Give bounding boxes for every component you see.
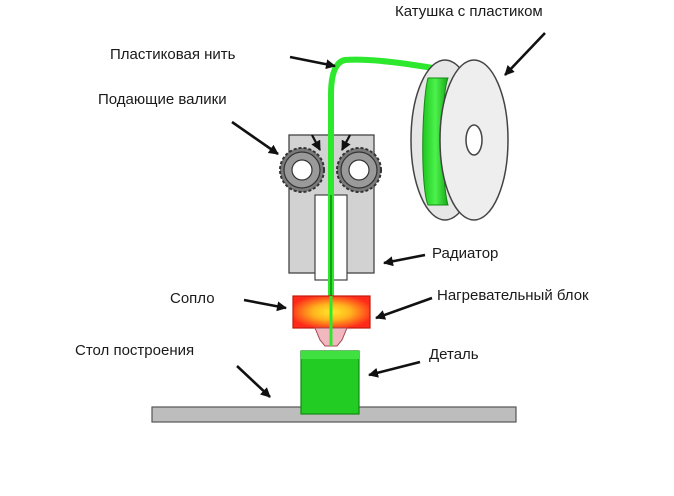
label-feed-rollers: Подающие валики [98, 91, 227, 108]
arrow-filament [289, 55, 336, 70]
arrow-radiator [383, 253, 426, 267]
label-nozzle: Сопло [170, 290, 215, 307]
label-filament: Пластиковая нить [110, 46, 236, 63]
arrow-spool [504, 32, 546, 76]
printed-part [300, 350, 360, 415]
arrow-heater-block [375, 296, 433, 320]
arrow-nozzle [243, 298, 287, 312]
label-arrows [231, 32, 546, 398]
label-part: Деталь [429, 346, 479, 363]
label-spool: Катушка с пластиком [395, 3, 543, 20]
nozzle [314, 296, 348, 347]
roller-rotation-arrows [311, 134, 351, 151]
arrow-feed-rollers [231, 120, 279, 156]
feed-roller-right [336, 147, 382, 193]
label-build-table: Стол построения [75, 342, 195, 359]
label-heater-block: Нагревательный блок [437, 287, 589, 304]
arrow-part [368, 360, 421, 378]
spool [410, 59, 509, 221]
label-radiator: Радиатор [432, 245, 499, 262]
feed-roller-left [279, 147, 325, 193]
arrow-build-table [236, 365, 271, 398]
